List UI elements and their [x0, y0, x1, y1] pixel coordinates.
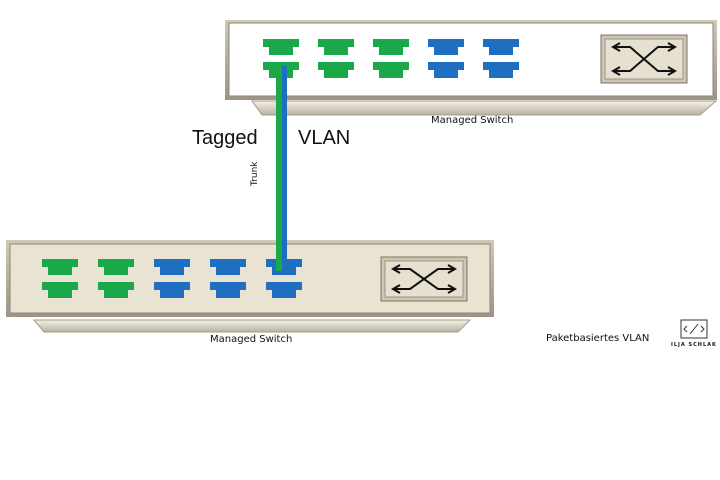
switch-top-icon-box [600, 34, 688, 84]
switch-top-port-5-bottom [483, 62, 519, 78]
switch-bottom-port-2-bottom [98, 282, 134, 298]
switch-icon-line-2 [393, 268, 455, 290]
switch-bottom-label: Managed Switch [210, 334, 293, 345]
crossed-arrows-switch-icon [610, 42, 678, 76]
trunk-label: Trunk [250, 161, 260, 187]
switch-bottom-port-4-top [210, 259, 246, 275]
diagram-title-vlan: VLAN [298, 127, 351, 149]
switch-bottom-port-1-bottom [42, 282, 78, 298]
switch-top [225, 20, 718, 116]
switch-top-port-4-top [428, 39, 464, 55]
crossed-arrows-switch-icon [390, 264, 458, 294]
switch-icon-arrowhead-2 [390, 284, 401, 294]
switch-icon-arrowhead-1 [390, 264, 401, 274]
switch-top-label: Managed Switch [431, 115, 514, 126]
logo-mark [680, 319, 708, 339]
switch-bottom-port-3-top [154, 259, 190, 275]
switch-top-port-5-top [483, 39, 519, 55]
switch-icon-arrowhead-1 [610, 42, 621, 52]
switch-bottom [6, 240, 494, 333]
switch-bottom-icon-box [380, 256, 468, 302]
switch-icon-arrowhead-2 [610, 66, 621, 76]
switch-top-shelf [251, 100, 718, 116]
switch-icon-arrowhead-3 [667, 42, 678, 52]
trunk-cable-blue [282, 66, 287, 271]
trunk-cable-green [276, 66, 282, 271]
switch-top-port-2-bottom [318, 62, 354, 78]
switch-bottom-shelf [32, 319, 472, 333]
diagram-caption: Paketbasiertes VLAN [546, 333, 650, 344]
switch-top-ports [263, 39, 519, 78]
switch-bottom-port-4-bottom [210, 282, 246, 298]
switch-bottom-port-5-bottom [266, 282, 302, 298]
switch-top-port-2-top [318, 39, 354, 55]
switch-icon-arrowhead-4 [667, 66, 678, 76]
switch-bottom-port-3-bottom [154, 282, 190, 298]
switch-icon-line-2 [613, 46, 675, 72]
switch-bottom-ports [42, 259, 302, 298]
switch-icon-arrowhead-4 [447, 284, 458, 294]
diagram-title-tagged: Tagged [192, 127, 258, 149]
switch-top-port-3-top [373, 39, 409, 55]
switch-icon-arrowhead-3 [447, 264, 458, 274]
switch-top-port-3-bottom [373, 62, 409, 78]
logo-text: ILJA SCHLAK [671, 342, 717, 348]
switch-top-port-4-bottom [428, 62, 464, 78]
switch-top-port-1-top [263, 39, 299, 55]
trunk-cable [276, 66, 287, 271]
switch-bottom-port-2-top [98, 259, 134, 275]
switch-bottom-port-1-top [42, 259, 78, 275]
